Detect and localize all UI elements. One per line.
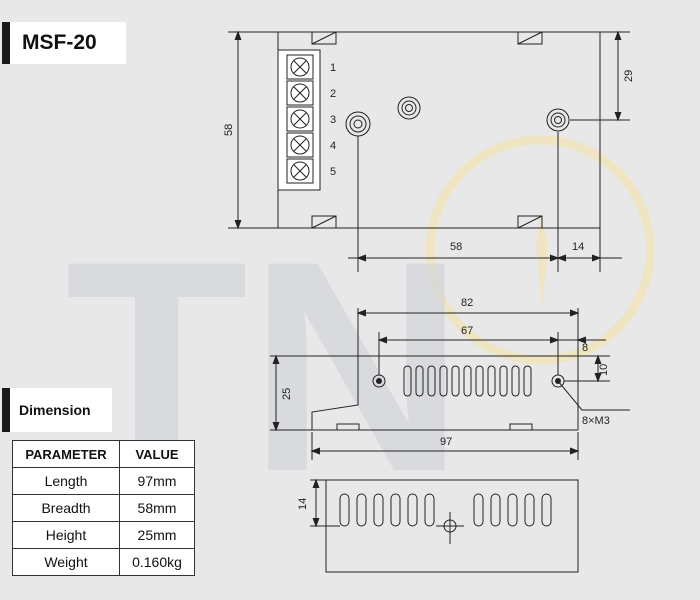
svg-text:4: 4	[330, 140, 336, 152]
svg-text:58: 58	[450, 241, 462, 253]
param-cell: Height	[12, 521, 120, 549]
table-row: Weight 0.160kg	[12, 548, 195, 576]
param-cell: Length	[12, 467, 120, 495]
table-header-row: PARAMETER VALUE	[12, 440, 195, 468]
svg-text:1: 1	[330, 62, 336, 74]
svg-text:5: 5	[330, 166, 336, 178]
value-cell: 58mm	[119, 494, 195, 522]
model-title: MSF-20	[22, 31, 97, 54]
svg-text:25: 25	[281, 388, 293, 400]
svg-text:29: 29	[623, 70, 635, 82]
spec-table: PARAMETER VALUE Length 97mm Breadth 58mm…	[12, 440, 195, 576]
side-view	[270, 308, 630, 460]
dimension-section-box: Dimension	[2, 388, 112, 432]
table-row: Height 25mm	[12, 521, 195, 549]
param-cell: Breadth	[12, 494, 120, 522]
svg-text:8×M3: 8×M3	[582, 415, 610, 427]
svg-text:67: 67	[461, 325, 473, 337]
column-header-parameter: PARAMETER	[12, 440, 120, 468]
svg-text:8: 8	[582, 342, 588, 354]
section-accent-bar	[2, 388, 10, 432]
svg-text:58: 58	[223, 124, 235, 136]
value-cell: 0.160kg	[119, 548, 195, 576]
svg-text:82: 82	[461, 297, 473, 309]
svg-text:97: 97	[440, 436, 452, 448]
svg-text:3: 3	[330, 114, 336, 126]
vent-slots	[403, 365, 532, 397]
value-cell: 97mm	[119, 467, 195, 495]
svg-text:14: 14	[297, 498, 309, 510]
dimension-labels: 58 29 58 14 82 67 8 10 8×M3 25 97 14	[223, 70, 635, 510]
section-title: Dimension	[19, 402, 91, 418]
table-row: Breadth 58mm	[12, 494, 195, 522]
title-accent-bar	[2, 22, 10, 64]
terminal-labels: 1 2 3 4 5	[330, 62, 336, 178]
svg-text:14: 14	[572, 241, 584, 253]
svg-text:10: 10	[598, 364, 610, 376]
column-header-value: VALUE	[119, 440, 195, 468]
bottom-view	[310, 478, 579, 573]
terminal-screws	[286, 54, 314, 184]
param-cell: Weight	[12, 548, 120, 576]
model-title-box: MSF-20	[2, 22, 126, 64]
top-view	[228, 30, 630, 272]
bottom-vent-slots	[339, 493, 552, 527]
table-row: Length 97mm	[12, 467, 195, 495]
svg-text:2: 2	[330, 88, 336, 100]
value-cell: 25mm	[119, 521, 195, 549]
